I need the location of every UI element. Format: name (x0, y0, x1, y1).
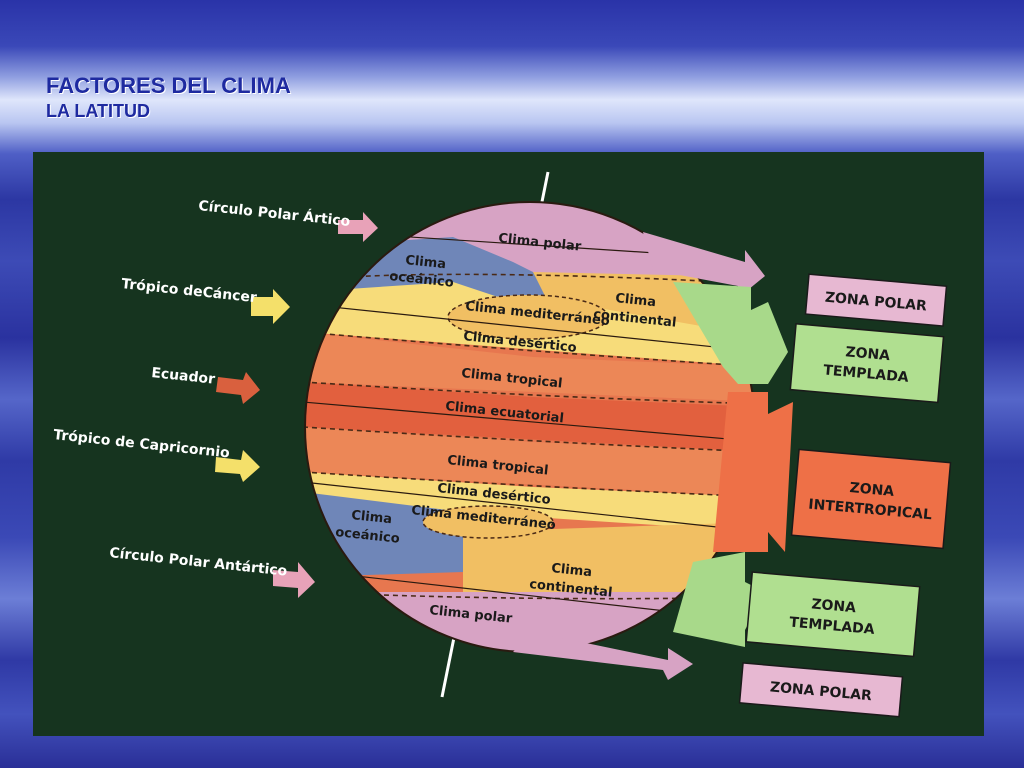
arrow-tropico-capricornio (215, 450, 260, 482)
arrow-templada-south (673, 552, 765, 647)
arrow-circulo-polar-artico (338, 212, 378, 242)
arrow-intertropical (713, 392, 793, 552)
zone-box-intertropical (790, 448, 952, 550)
arrow-tropico-cancer (251, 289, 290, 324)
climate-oceanico-north-1: Clima (405, 253, 447, 272)
zone-box-templada-south (745, 571, 921, 658)
band-tropical-north (305, 332, 755, 402)
climate-continental-south-1: Clima (551, 561, 593, 580)
climate-continental-north-1: Clima (615, 291, 657, 310)
label-tropico-capricornio: Trópico de Capricornio (53, 427, 231, 461)
zone-templada-north-1: ZONA (845, 344, 891, 364)
label-ecuador: Ecuador (151, 365, 216, 388)
region-mediterranean-south (422, 505, 554, 539)
arrow-ecuador (216, 372, 260, 404)
arrow-templada-north (673, 282, 788, 384)
band-tropical-south (305, 427, 755, 497)
arrow-circulo-polar-antartico (273, 562, 315, 598)
zone-box-polar-south (738, 662, 904, 718)
zone-intertropical-1: ZONA (849, 480, 895, 500)
label-tropico-cancer: Trópico deCáncer (121, 276, 258, 306)
band-equatorial (305, 382, 755, 452)
slide-subtitle: LA LATITUD (46, 101, 150, 121)
climate-oceanico-north-2: oceánico (389, 269, 455, 291)
zone-templada-north-2: TEMPLADA (823, 362, 910, 385)
zone-templada-south-1: ZONA (811, 596, 857, 616)
arrow-polar-north (643, 232, 765, 298)
globe (305, 202, 755, 652)
slide-title-block: FACTORES DEL CLIMA LA LATITUD (46, 72, 291, 122)
label-circulo-polar-artico: Círculo Polar Ártico (198, 197, 352, 230)
zone-templada-south-2: TEMPLADA (789, 615, 876, 638)
band-desert-south (305, 472, 755, 532)
climate-oceanico-south-2: oceánico (335, 525, 401, 547)
region-mediterranean-north (447, 294, 609, 340)
zone-box-templada-north (789, 323, 945, 404)
latitude-climate-diagram: Círculo Polar Ártico Trópico deCáncer Ec… (53, 171, 952, 718)
arrow-polar-south (513, 632, 693, 680)
zone-box-polar-north (804, 273, 948, 327)
climate-oceanico-south-1: Clima (351, 508, 393, 527)
label-circulo-polar-antartico: Círculo Polar Antártico (109, 545, 289, 580)
diagram-panel: Círculo Polar Ártico Trópico deCáncer Ec… (33, 152, 984, 736)
slide-title: FACTORES DEL CLIMA (46, 73, 291, 98)
